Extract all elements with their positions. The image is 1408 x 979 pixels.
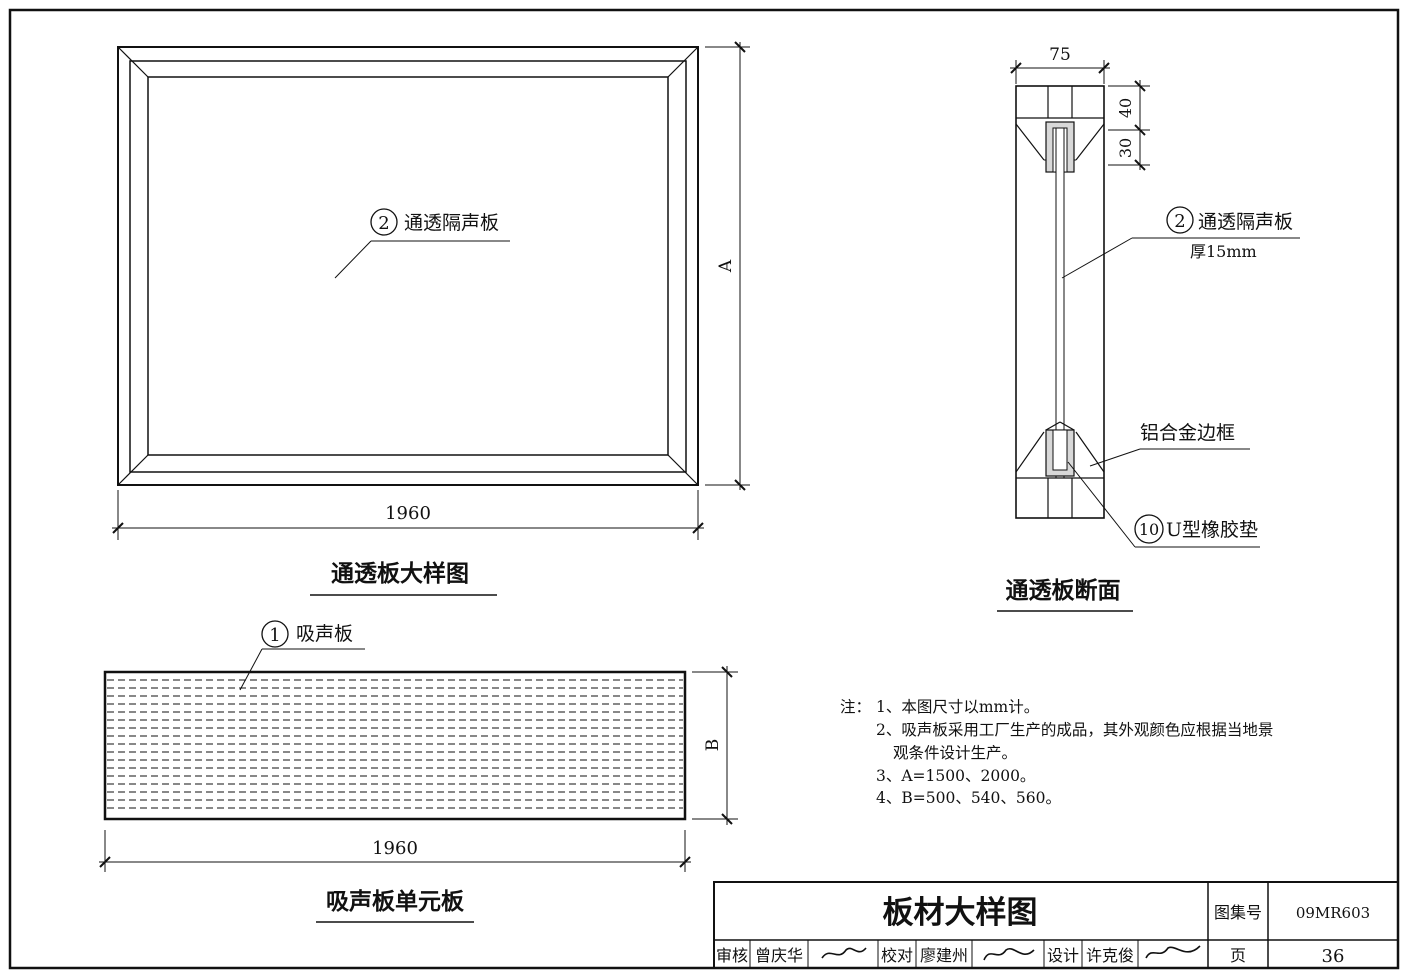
section-callout-label: 通透隔声板 xyxy=(1198,211,1293,233)
section-callout-circle xyxy=(1166,206,1194,234)
check-label: 校对 xyxy=(881,946,913,965)
note-2: 2、吸声板采用工厂生产的成品，其外观颜色应根据当地景 xyxy=(876,720,1273,739)
drawing-title: 板材大样图 xyxy=(883,895,1038,931)
review-name: 曾庆华 xyxy=(755,946,803,965)
note-3: 3、A=1500、2000。 xyxy=(876,767,1035,785)
absorber-view-title: 吸声板单元板 xyxy=(326,889,465,915)
title-block-frame xyxy=(713,881,1399,969)
section-panel-thickness: 厚15mm xyxy=(1190,242,1257,261)
design-label: 设计 xyxy=(1047,946,1079,965)
absorber-callout-label: 吸声板 xyxy=(296,623,353,645)
absorber-height-dim: B xyxy=(703,739,723,752)
callout-circle xyxy=(370,208,398,236)
review-signature xyxy=(821,947,867,959)
absorber-callout-number: 1 xyxy=(269,625,280,646)
frame-mid xyxy=(129,60,687,473)
section-view-title: 通透板断面 xyxy=(1006,577,1121,604)
note-2b: 观条件设计生产。 xyxy=(893,744,1017,762)
section-callout-number: 2 xyxy=(1174,211,1185,232)
frame-outer xyxy=(117,46,699,486)
callout-label: 通透隔声板 xyxy=(404,212,499,234)
review-label: 审核 xyxy=(716,946,748,965)
check-signature xyxy=(983,947,1035,961)
page-number: 36 xyxy=(1322,946,1345,967)
front-view: 2 通透隔声板 1960 A 通透板大样图 xyxy=(112,41,750,596)
page-label: 页 xyxy=(1230,946,1246,965)
atlas-label: 图集号 xyxy=(1214,903,1262,922)
note-4: 4、B=500、540、560。 xyxy=(876,789,1061,807)
front-height-dim: A xyxy=(716,259,736,273)
gasket-callout-number: 10 xyxy=(1139,520,1159,539)
section-outline xyxy=(1015,85,1105,519)
design-signature xyxy=(1145,945,1201,959)
absorber-hatch-lines xyxy=(107,679,683,809)
design-name: 许克俊 xyxy=(1086,946,1134,965)
frame-inner xyxy=(147,76,669,456)
section-top-dim: 75 xyxy=(1049,45,1071,65)
dim-30: 30 xyxy=(1116,138,1135,158)
callout-number: 2 xyxy=(378,213,389,234)
notes: 注： 1、本图尺寸以mm计。 2、吸声板采用工厂生产的成品，其外观颜色应根据当地… xyxy=(840,698,1273,807)
absorber-view: 1 吸声板 1960 B 吸声板单元板 xyxy=(99,620,738,923)
absorber-callout-circle xyxy=(261,620,289,648)
check-name: 廖建州 xyxy=(920,946,968,965)
note-1: 1、本图尺寸以mm计。 xyxy=(876,698,1039,716)
absorber-width-dim: 1960 xyxy=(372,838,418,859)
notes-prefix: 注： xyxy=(840,698,871,716)
front-view-title: 通透板大样图 xyxy=(331,560,469,587)
front-width-dim: 1960 xyxy=(385,503,431,524)
atlas-number: 09MR603 xyxy=(1296,904,1370,922)
title-block: 板材大样图 图集号 09MR603 审核 曾庆华 校对 廖建州 设计 许克俊 页… xyxy=(713,881,1399,969)
frame-label: 铝合金边框 xyxy=(1140,422,1235,444)
sheet-border xyxy=(8,8,1400,970)
gasket-label: U型橡胶垫 xyxy=(1166,519,1258,541)
section-view: 75 40 30 2 通透隔声板 厚15mm 铝合金边框 10 U型橡胶垫 通透… xyxy=(997,45,1300,612)
dim-40: 40 xyxy=(1116,98,1135,118)
absorber-outline xyxy=(103,670,687,821)
gasket-callout-circle xyxy=(1134,514,1164,544)
glass-panel xyxy=(1055,127,1065,479)
